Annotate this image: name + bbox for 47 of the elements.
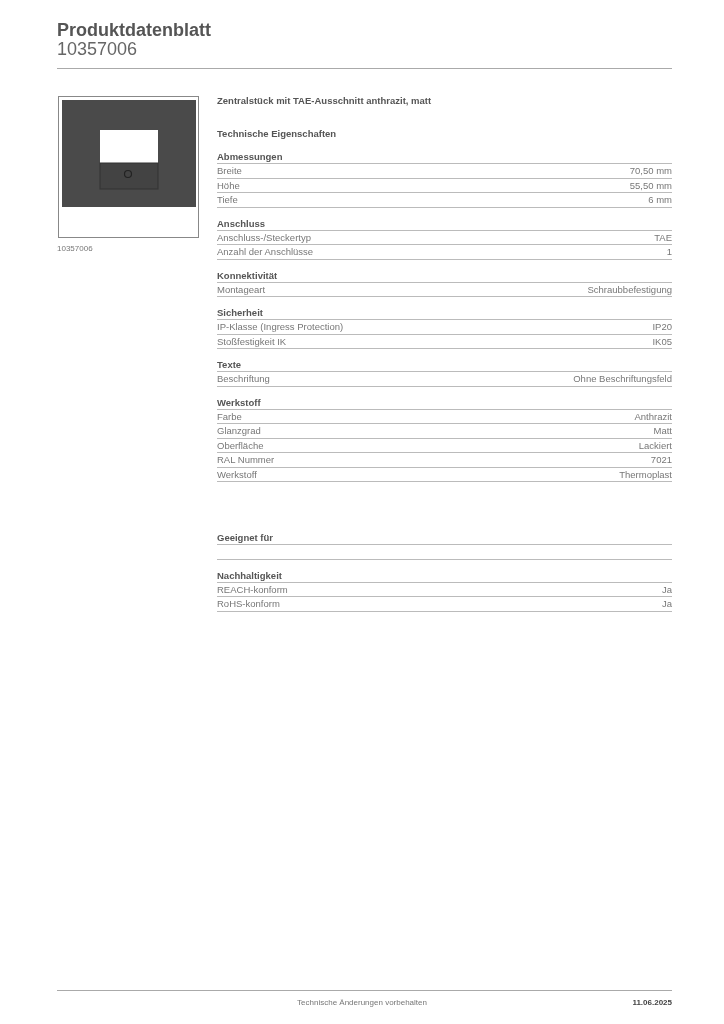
section-heading: Werkstoff	[217, 396, 261, 408]
section-title: Technische Eigenschaften	[217, 128, 338, 139]
date-label: 11.06.2025	[632, 998, 672, 1007]
section-heading: Konnektivität	[217, 269, 278, 281]
property-name: IP-Klasse (Ingress Protection)	[217, 320, 344, 334]
property-value: 1	[666, 245, 672, 259]
property-name: Höhe	[217, 178, 240, 192]
property-value: Lackiert	[638, 438, 672, 452]
section-heading: Nachhaltigkeit	[217, 569, 282, 581]
disclaimer-note: Technische Änderungen vorbehalten	[297, 998, 427, 1007]
property-name: Beschriftung	[217, 372, 270, 386]
property-value: Anthrazit	[634, 409, 672, 423]
property-value: 55,50 mm	[629, 178, 672, 192]
property-value: Ja	[661, 597, 672, 611]
property-value: IK05	[652, 334, 672, 348]
section-heading: Sicherheit	[217, 307, 263, 318]
property-name: Tiefe	[217, 193, 238, 207]
section-heading: Abmessungen	[217, 151, 283, 162]
property-name: Stoßfestigkeit IK	[217, 334, 287, 348]
property-name: Anschluss-/Steckertyp	[217, 230, 311, 244]
page-title: Produktdatenblatt	[57, 20, 211, 40]
property-name: Montageart	[217, 282, 266, 296]
property-value: 70,50 mm	[629, 164, 672, 178]
product-name: Zentralstück mit TAE-Ausschnitt anthrazit, matt	[217, 95, 433, 106]
property-name: Breite	[217, 164, 242, 178]
property-value: Schraubbefestigung	[587, 282, 672, 296]
property-name: Werkstoff	[217, 467, 257, 481]
property-value: Thermoplast	[619, 467, 672, 481]
property-value: Ja	[661, 582, 672, 596]
property-name: Farbe	[217, 409, 242, 423]
property-name: RoHS-konform	[217, 597, 280, 611]
property-name: REACH-konform	[217, 582, 288, 596]
section-heading: Anschluss	[217, 217, 266, 229]
property-value: IP20	[652, 320, 672, 334]
article-number: 10357006	[57, 39, 138, 59]
section-heading: Texte	[217, 359, 242, 370]
property-value: TAE	[654, 230, 672, 244]
property-value: Ohne Beschriftungsfeld	[573, 372, 672, 386]
property-name: Glanzgrad	[217, 424, 261, 438]
image-caption: 10357006	[57, 244, 93, 253]
property-name: RAL Nummer	[217, 453, 275, 467]
section-heading: Geeignet für	[217, 532, 273, 543]
property-value: 7021	[650, 453, 672, 467]
property-value: 6 mm	[648, 193, 672, 207]
property-name: Oberfläche	[217, 438, 264, 452]
property-name: Anzahl der Anschlüsse	[217, 245, 314, 259]
property-value: Matt	[653, 424, 672, 438]
